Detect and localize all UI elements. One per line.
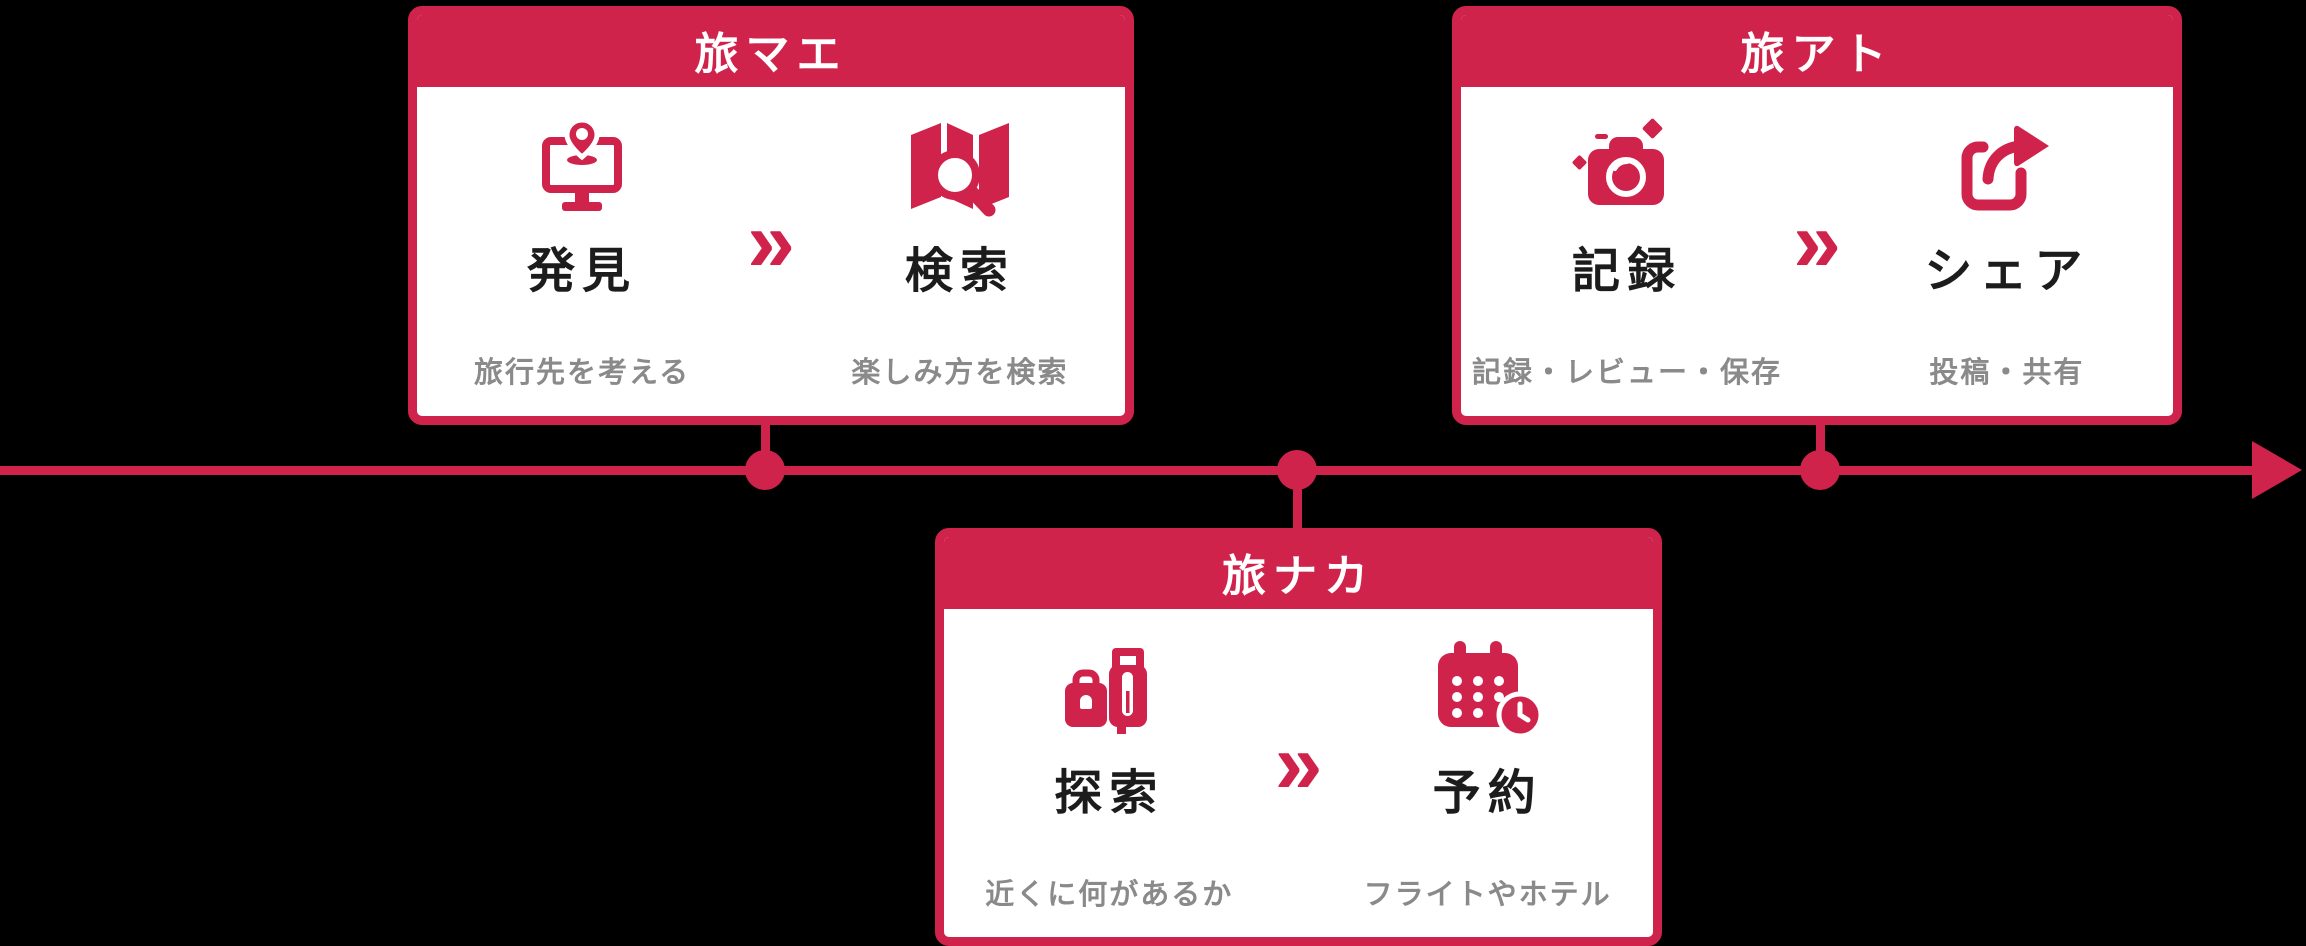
- step-description: 記録・レビュー・保存: [1472, 357, 1783, 389]
- timeline: [0, 466, 2256, 475]
- timeline-arrow-icon: [2252, 441, 2302, 499]
- card-header: 旅アト: [1461, 15, 2173, 87]
- luggage-icon: [1059, 637, 1159, 741]
- card-body: 発見 旅行先を考える » 検索 楽しみ方を検索: [417, 87, 1125, 416]
- timeline-connector: [1816, 410, 1825, 472]
- chevron-right-icon: »: [1793, 194, 1841, 290]
- step-label: 探索: [1054, 767, 1165, 820]
- step-description: 近くに何があるか: [985, 879, 1234, 911]
- step-label: 発見: [527, 245, 638, 298]
- timeline-dot: [745, 450, 785, 490]
- desktop-location-icon: [527, 115, 637, 219]
- step-hakken: 発見 旅行先を考える: [428, 115, 736, 391]
- chevron-right-icon: »: [747, 194, 795, 290]
- card-body: 記録 記録・レビュー・保存 » シェア 投稿・共有: [1461, 87, 2173, 416]
- step-description: フライトやホテル: [1363, 879, 1612, 911]
- step-label: 予約: [1432, 767, 1543, 820]
- card-header: 旅マエ: [417, 15, 1125, 87]
- timeline-connector: [761, 410, 770, 472]
- step-label: シェア: [1924, 245, 2090, 298]
- camera-sparkles-icon: [1571, 115, 1683, 219]
- timeline-dot: [1800, 450, 1840, 490]
- step-share: シェア 投稿・共有: [1853, 115, 2161, 391]
- step-description: 楽しみ方を検索: [851, 357, 1069, 389]
- card-title: 旅アト: [1740, 30, 1894, 79]
- chevron-right-icon: »: [1274, 716, 1323, 812]
- calendar-clock-icon: [1432, 637, 1544, 741]
- share-icon: [1957, 115, 2057, 219]
- step-tansaku: 探索 近くに何があるか: [955, 637, 1263, 913]
- timeline-connector: [1293, 470, 1302, 534]
- step-description: 旅行先を考える: [473, 357, 691, 389]
- card-title: 旅ナカ: [1222, 552, 1375, 601]
- card-tabi-naka: 旅ナカ 探索 近くに何があるか »: [935, 528, 1662, 946]
- step-label: 検索: [904, 245, 1015, 298]
- step-kensaku: 検索 楽しみ方を検索: [806, 115, 1114, 391]
- map-search-icon: [905, 115, 1015, 219]
- timeline-dot: [1277, 450, 1317, 490]
- card-body: 探索 近くに何があるか » 予約 フライトやホテル: [944, 609, 1653, 937]
- step-label: 記録: [1572, 245, 1683, 298]
- step-yoyaku: 予約 フライトやホテル: [1334, 637, 1642, 913]
- card-tabi-ato: 旅アト 記録 記録・レビュー・保存 »: [1452, 6, 2182, 425]
- card-title: 旅マエ: [694, 30, 848, 79]
- step-kiroku: 記録 記録・レビュー・保存: [1472, 115, 1783, 391]
- card-header: 旅ナカ: [944, 537, 1653, 609]
- step-description: 投稿・共有: [1929, 357, 2085, 389]
- card-tabi-mae: 旅マエ 発見 旅行先を考える »: [408, 6, 1134, 425]
